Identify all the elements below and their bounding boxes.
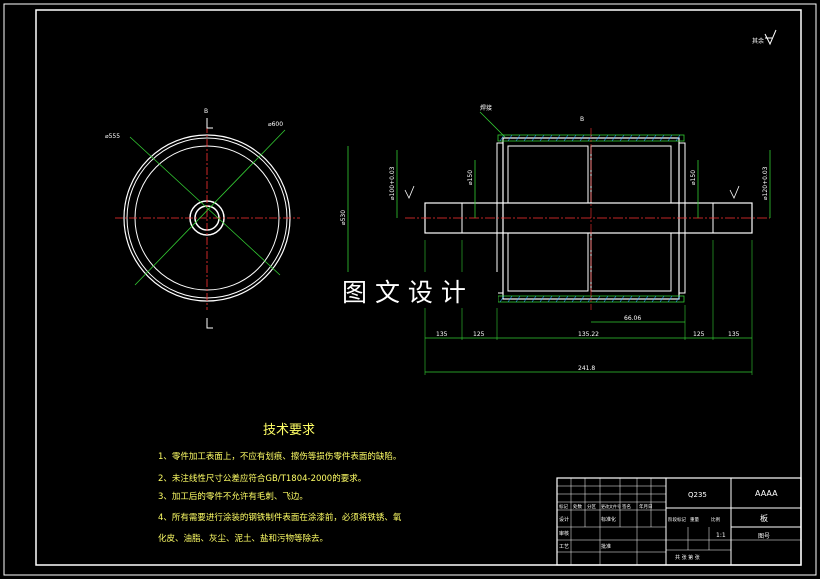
tech-item-5: 化皮、油脂、灰尘、泥土、盐和污物等除去。 <box>158 533 328 544</box>
company: AAAA <box>755 489 778 498</box>
svg-text:年月日: 年月日 <box>639 503 653 510</box>
svg-text:阶段标记: 阶段标记 <box>668 516 686 523</box>
tech-item-2: 2、未注线性尺寸公差应符合GB/T1804-2000的要求。 <box>158 473 366 484</box>
watermark-bg <box>333 272 498 308</box>
scale: 1:1 <box>716 532 726 539</box>
svg-text:处数: 处数 <box>573 503 582 510</box>
drawing-no: 图号 <box>758 533 770 540</box>
part-name: 板 <box>760 513 768 523</box>
svg-text:比例: 比例 <box>711 516 720 523</box>
svg-text:分区: 分区 <box>587 503 596 510</box>
frame-border <box>35 9 802 566</box>
top-mark: B <box>580 116 584 123</box>
tech-title: 技术要求 <box>263 423 315 438</box>
tech-item-3: 3、加工后的零件不允许有毛刺、飞边。 <box>158 491 308 502</box>
leader-600 <box>134 129 286 286</box>
svg-text:标记: 标记 <box>559 503 568 510</box>
dia-right-shaft: ⌀120+0.03 <box>762 166 769 200</box>
leader-555 <box>129 136 281 276</box>
svg-text:其余: 其余 <box>752 37 764 45</box>
svg-text:签名: 签名 <box>622 503 631 510</box>
dim-center: 135.22 <box>578 331 599 338</box>
svg-text:共 张 第 张: 共 张 第 张 <box>675 554 700 561</box>
dim-total: 241.8 <box>578 365 595 372</box>
left-end-view: ⌀555 ⌀600 B <box>105 108 300 329</box>
dim-6606: 66.06 <box>624 315 641 322</box>
weld-label: 焊接 <box>480 104 492 112</box>
svg-text:审核: 审核 <box>559 530 569 537</box>
svg-text:更改文件号: 更改文件号 <box>601 503 621 509</box>
svg-text:设计: 设计 <box>559 516 569 523</box>
watermark-text: 图 文 设 计 <box>342 278 466 307</box>
svg-text:工艺: 工艺 <box>559 544 569 550</box>
dim-125-left: 125 <box>473 331 485 338</box>
svg-text:重量: 重量 <box>690 516 699 523</box>
svg-text:标准化: 标准化 <box>601 516 616 523</box>
sheet-border <box>3 3 817 576</box>
title-block <box>556 477 802 566</box>
dia-left-shaft: ⌀100+0.03 <box>389 166 396 200</box>
tech-item-1: 1、零件加工表面上，不应有划痕、擦伤等损伤零件表面的缺陷。 <box>158 451 401 462</box>
dia-left-hub: ⌀150 <box>467 170 474 185</box>
dim-135-left: 135 <box>436 331 448 338</box>
svg-text:批准: 批准 <box>601 543 611 550</box>
section-mark-top: B <box>204 108 208 115</box>
dia-right-hub: ⌀150 <box>690 170 697 185</box>
material: Q235 <box>688 491 707 499</box>
dia-body: ⌀530 <box>340 210 347 225</box>
dim-135-right: 135 <box>728 331 740 338</box>
roughness-symbol: 其余 <box>752 29 777 46</box>
front-view: 焊接 B ⌀530 ⌀100+0.03 ⌀150 ⌀150 ⌀120+0.03 … <box>340 104 771 375</box>
dim-125-right: 125 <box>693 331 705 338</box>
tech-item-4: 4、所有需要进行涂装的钢铁制件表面在涂漆前，必须将铁锈、氧 <box>158 512 402 523</box>
dia-555-label: ⌀555 <box>105 133 120 140</box>
dia-600-label: ⌀600 <box>268 121 283 128</box>
